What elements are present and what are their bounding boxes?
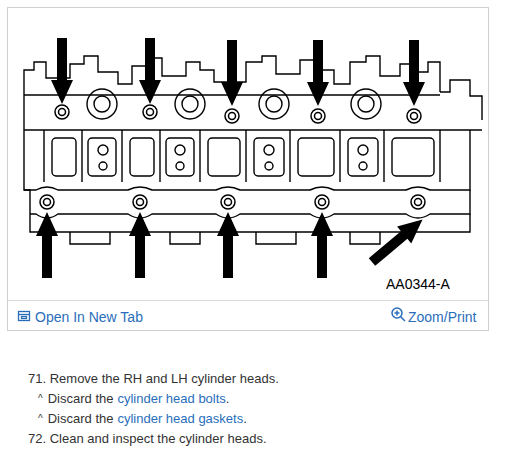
head-bolt — [40, 105, 425, 209]
panel-separator — [8, 300, 488, 301]
link-text: Open In New Tab — [35, 309, 143, 325]
figure-panel — [8, 8, 489, 331]
new-tab-icon — [19, 312, 30, 321]
figure-id: AA0344-A — [386, 276, 450, 292]
bullet-mark: ^ — [38, 393, 43, 404]
step-text: Discard the — [48, 391, 114, 406]
step-text: . — [226, 391, 230, 406]
step-text: Discard the — [48, 411, 114, 426]
label-holder: AA0344-A — [386, 275, 450, 293]
instruction-line: ^ Discard thecylinder head gaskets. — [38, 411, 247, 427]
instruction-line: ^ Discard thecylinder head bolts. — [38, 391, 229, 407]
instruction-line: 71. Remove the RH and LH cylinder heads. — [28, 371, 279, 387]
zoom-icon — [392, 308, 405, 321]
link-text: cylinder head bolts — [117, 391, 225, 406]
pointer-arrow — [36, 38, 430, 278]
instruction-line: 72. Clean and inspect the cylinder heads… — [28, 431, 267, 447]
step-text: 71. Remove the RH and LH cylinder heads. — [28, 371, 279, 386]
bullet-mark: ^ — [38, 413, 43, 424]
link-text: Zoom/Print — [408, 309, 476, 325]
label-holder: Open In New Tab — [35, 308, 143, 326]
step-text: . — [243, 411, 247, 426]
step-text: 72. Clean and inspect the cylinder heads… — [28, 431, 267, 446]
link-text: cylinder head gaskets — [117, 411, 243, 426]
label-holder: Zoom/Print — [408, 308, 476, 326]
